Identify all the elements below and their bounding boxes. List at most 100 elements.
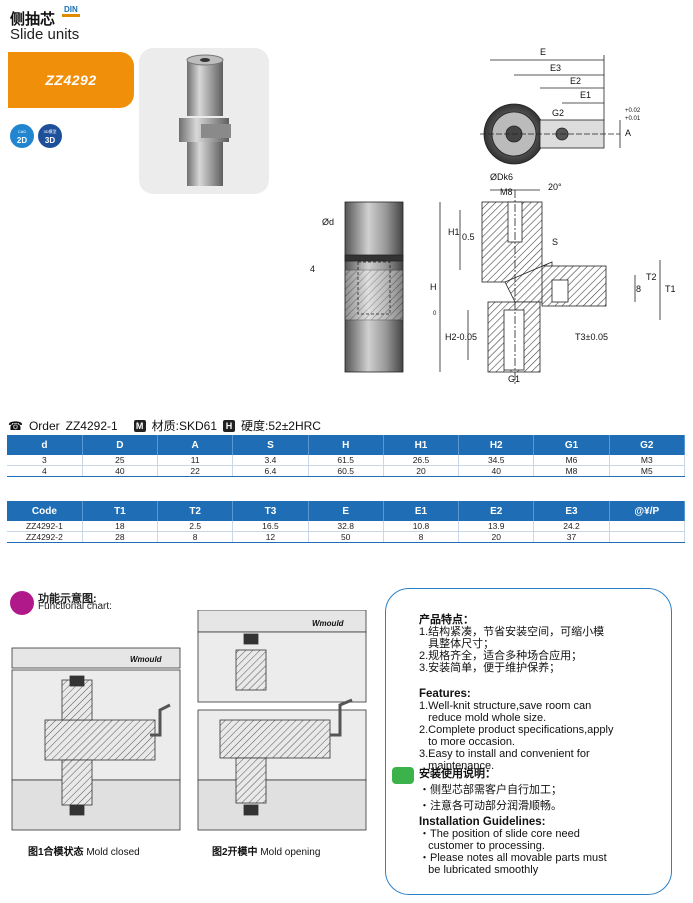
col-header: E2	[458, 501, 535, 521]
functional-chart-title-en: Functional chart:	[38, 601, 112, 612]
table-cell: 8	[157, 531, 234, 543]
col-header: S	[232, 435, 309, 455]
dim-h1: H1	[448, 227, 460, 237]
table-cell: 11	[157, 455, 234, 466]
dim-s: S	[552, 237, 558, 247]
table-cell: 16.5	[232, 521, 309, 532]
install-cn-item: ・注意各可动部分润滑顺畅。	[419, 800, 562, 812]
table-cell: 10.8	[383, 521, 460, 532]
dim-a: A	[625, 128, 631, 138]
fig1-caption-cn: 图1合模状态	[28, 847, 84, 858]
order-code: ZZ4292-1	[65, 418, 118, 433]
functional-chart-title-cn: 功能示意图:	[38, 593, 97, 605]
dim-t3: T3±0.05	[575, 332, 608, 342]
dim-g1: G1	[508, 374, 520, 384]
hardness-icon: H	[223, 419, 236, 432]
table-cell: 12	[232, 531, 309, 543]
install-cn-item: ・侧型芯部需客户自行加工；	[419, 784, 562, 796]
fig2-caption-en: Mold opening	[260, 847, 321, 858]
feature-cn-item: 2.规格齐全，适合多种场合应用；	[419, 650, 583, 662]
table-cell: 3	[7, 455, 83, 466]
dim-a-tol-upper: +0.02	[625, 108, 641, 114]
table-row: ZZ4292-1 18 2.5 16.5 32.8 10.8 13.9 24.2	[7, 521, 686, 532]
install-title-cn: 安装使用说明：	[419, 768, 496, 780]
features-panel	[385, 588, 672, 895]
col-header: E1	[383, 501, 460, 521]
install-cn-block: 安装使用说明： ・侧型芯部需客户自行加工； ・注意各可动部分润滑顺畅。	[419, 768, 562, 812]
material-icon: M	[133, 419, 146, 432]
table-cell: 32.8	[308, 521, 384, 532]
functional-chart-icon	[10, 591, 34, 615]
dim-t2: T2	[646, 272, 657, 282]
col-header: @¥/P	[609, 501, 686, 521]
feature-en-item: 1.Well-knit structure,save room can	[419, 700, 592, 712]
install-en-item: be lubricated smoothly	[419, 864, 539, 876]
features-title-en: Features:	[419, 688, 471, 700]
features-title-cn: 产品特点：	[419, 614, 474, 626]
table-row: 3 25 11 3.4 61.5 26.5 34.5 M6 M3	[7, 455, 686, 466]
feature-en-item: reduce mold whole size.	[419, 712, 547, 724]
col-header: T2	[157, 501, 234, 521]
table-cell: 8	[383, 531, 460, 543]
hardness: 硬度:52±2HRC	[241, 419, 321, 433]
dim-e1: E1	[580, 90, 591, 100]
features-cn-block: 产品特点： 1.结构紧凑，节省安装空间，可缩小模 具整体尺寸； 2.规格齐全，适…	[419, 614, 604, 674]
col-header: d	[7, 435, 83, 455]
table-cell: M3	[609, 455, 686, 466]
table-cell: 37	[533, 531, 610, 543]
table-cell: 4	[7, 465, 83, 477]
col-header: G1	[533, 435, 610, 455]
install-en-item: ・Please notes all movable parts must	[419, 852, 607, 864]
feature-en-item: maintenance.	[419, 760, 495, 772]
product-photo	[139, 48, 269, 194]
col-header: T1	[82, 501, 159, 521]
dim-dk6: ØDk6	[490, 172, 513, 182]
table-row: ZZ4292-2 28 8 12 50 8 20 37	[7, 531, 686, 543]
feature-en-item: 3.Easy to install and convenient for	[419, 748, 590, 760]
col-header: A	[157, 435, 234, 455]
badge-3d-label: 3D	[44, 136, 56, 145]
functional-chart-diagram: Wmould Wmould	[11, 610, 367, 831]
table-cell: 13.9	[458, 521, 535, 532]
table-cell: 26.5	[383, 455, 460, 466]
table-cell: M5	[609, 465, 686, 477]
table-cell: M6	[533, 455, 610, 466]
feature-cn-item: 3.安装简单，便于维护保养；	[419, 662, 561, 674]
table-cell: 40	[458, 465, 535, 477]
dim-4: 4	[310, 264, 315, 274]
dim-angle: 20°	[548, 182, 562, 192]
table-cell: 25	[82, 455, 159, 466]
order-label: Order	[28, 418, 60, 433]
feature-en-item: 2.Complete product specifications,apply	[419, 724, 614, 736]
spec-table-dimensions: d D A S H H1 H2 G1 G2 3 25 11 3.4 61.5 2…	[7, 435, 686, 477]
col-header: T3	[232, 501, 309, 521]
install-en-block: Installation Guidelines: ・The position o…	[419, 816, 607, 876]
title-en: Slide units	[10, 26, 80, 43]
col-header: E3	[533, 501, 610, 521]
fig2-caption: 图2开模中 Mold opening	[212, 843, 320, 858]
title-cn: 侧抽芯	[10, 11, 56, 28]
model-3d-button[interactable]: 3D模型 3D	[38, 124, 62, 148]
badge-2d-top: CAD	[17, 129, 27, 134]
table-cell: 50	[308, 531, 384, 543]
order-line: ☎ Order ZZ4292-1 M 材质:SKD61 H 硬度:52±2HRC	[8, 417, 321, 434]
feature-en-item: to more occasion.	[419, 736, 515, 748]
cad-2d-button[interactable]: CAD 2D	[10, 124, 34, 148]
table-header-row: d D A S H H1 H2 G1 G2	[7, 435, 686, 455]
spec-table-codes: Code T1 T2 T3 E E1 E2 E3 @¥/P ZZ4292-1 1…	[7, 501, 686, 543]
table-cell: 60.5	[308, 465, 384, 477]
dim-h2: H2-0.05	[445, 332, 477, 342]
fig1-caption-en: Mold closed	[86, 847, 140, 858]
table-cell: 2.5	[157, 521, 234, 532]
table-cell: M8	[533, 465, 610, 477]
badge-2d-label: 2D	[16, 136, 28, 145]
fig1-caption: 图1合模状态 Mold closed	[28, 843, 140, 858]
feature-cn-item: 具整体尺寸；	[419, 638, 495, 650]
dim-05: 0.5	[462, 232, 475, 242]
dim-g2: G2	[552, 108, 564, 118]
table-cell: 40	[82, 465, 159, 477]
table-cell: 20	[383, 465, 460, 477]
col-header: D	[82, 435, 159, 455]
install-en-item: customer to processing.	[419, 840, 545, 852]
dim-8: 8	[636, 284, 641, 294]
